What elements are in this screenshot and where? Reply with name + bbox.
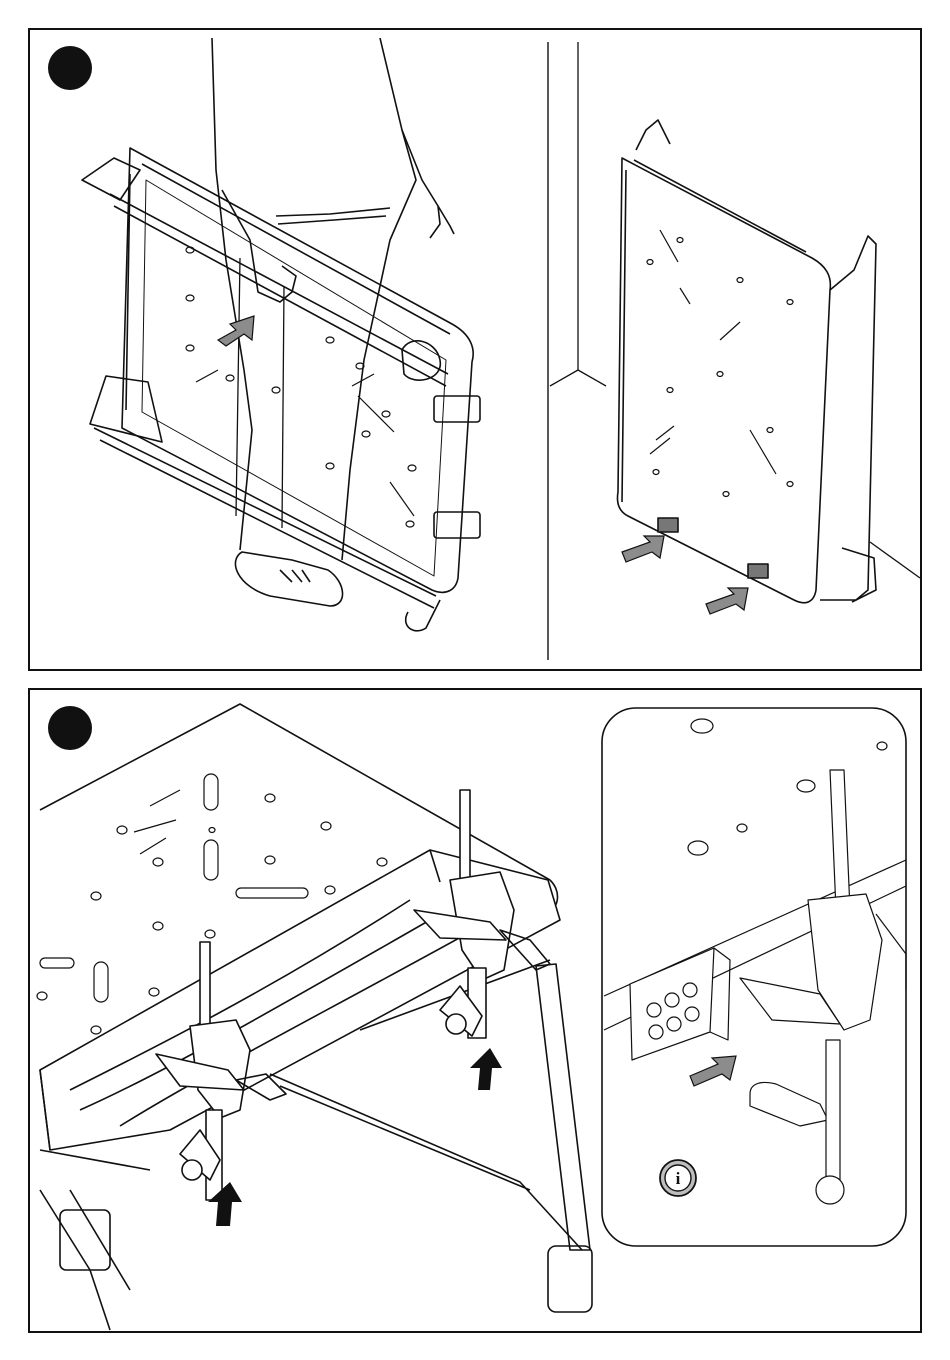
info-icon: i <box>658 1158 698 1198</box>
carry-folded-workbench-illustration <box>30 30 924 673</box>
worktop-edge <box>40 704 550 880</box>
svg-text:i: i <box>676 1169 681 1188</box>
leg-foot-right <box>548 1246 592 1312</box>
arrow-icon <box>208 1048 736 1226</box>
clamp-board-illustration <box>30 690 924 1335</box>
illustration-panel-step-1 <box>28 28 922 671</box>
illustration-panel-step-2: i <box>28 688 922 1333</box>
arrow-icon <box>218 316 748 614</box>
person-leg-line <box>212 38 252 550</box>
